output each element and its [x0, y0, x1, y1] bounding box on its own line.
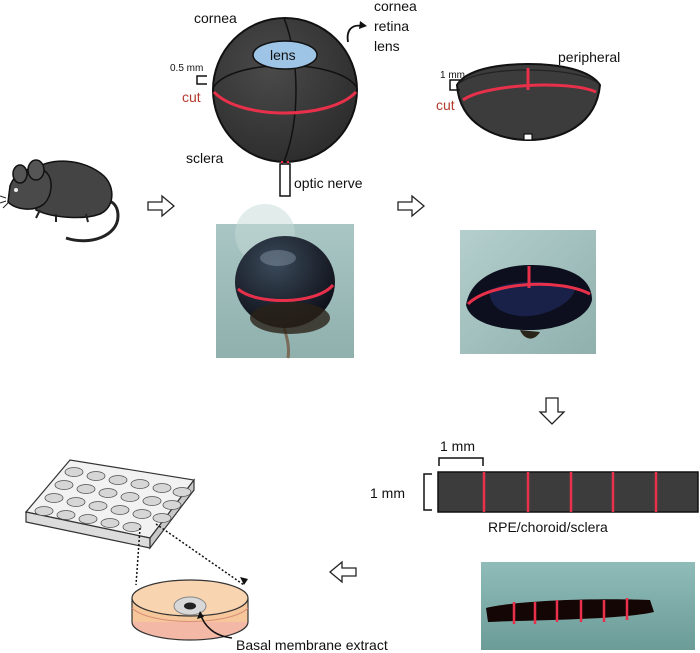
cut-line	[212, 90, 358, 115]
optic-nerve-shape	[279, 163, 291, 197]
sclera-label: sclera	[186, 150, 224, 166]
culture-dish	[131, 579, 249, 641]
eyecup-cut-label: cut	[436, 97, 455, 113]
eyecup-photo	[460, 230, 596, 354]
tissue-strip-diagram	[423, 457, 699, 513]
eyecup-diagram	[449, 62, 602, 142]
removed-cornea-label: cornea	[374, 0, 417, 14]
peripheral-label: peripheral	[558, 49, 620, 65]
strip-width-scale-label: 1 mm	[440, 438, 475, 454]
tissue-label: RPE/choroid/sclera	[488, 519, 608, 535]
scale-label: 0.5 mm	[170, 63, 203, 74]
arrow-right-icon	[147, 194, 176, 218]
basal-membrane-label: Basal membrane extract	[236, 637, 388, 653]
mouse-illustration	[0, 159, 120, 243]
eye-diagram	[196, 17, 367, 197]
cornea-label: cornea	[194, 10, 237, 26]
strip-height-scale-label: 1 mm	[370, 485, 405, 501]
optic-nerve-label: optic nerve	[294, 175, 363, 191]
arrow-right-icon	[397, 194, 426, 218]
lens-shape	[252, 40, 318, 70]
strip-photo	[481, 562, 695, 650]
removed-retina-label: retina	[374, 18, 409, 34]
eyecup-scale-label: 1 mm	[440, 70, 465, 81]
cut-label: cut	[182, 89, 201, 105]
lens-label: lens	[270, 47, 296, 63]
arrow-left-icon	[328, 560, 357, 584]
arrow-down-icon	[538, 397, 566, 425]
eye-photo	[216, 204, 354, 359]
removed-lens-label: lens	[374, 38, 400, 54]
multiwell-plate	[24, 459, 248, 586]
